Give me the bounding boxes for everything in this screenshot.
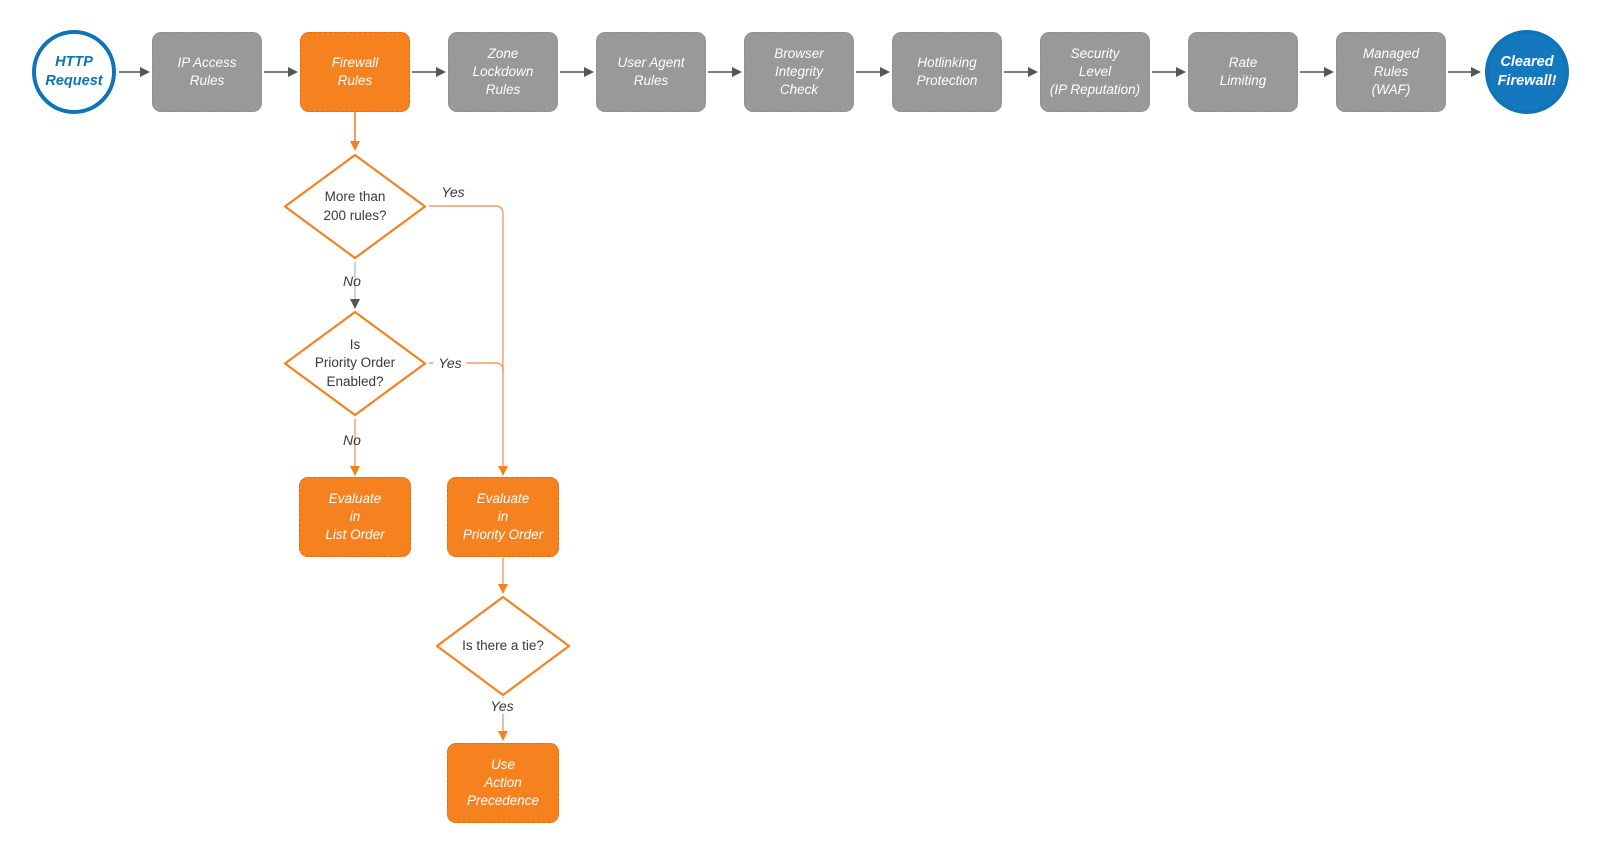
node-label: User Agent Rules [617, 55, 685, 88]
node-label: Managed Rules (WAF) [1362, 46, 1420, 97]
diamond-shape [283, 153, 427, 260]
decision-is-there-a-tie: Is there a tie? [435, 595, 571, 697]
decision-label: Is there a tie? [462, 637, 544, 653]
node-hotlinking-protection: Hotlinking Protection [892, 32, 1002, 112]
node-security-level: Security Level (IP Reputation) [1040, 32, 1150, 112]
edge-label-priority-no: No [343, 432, 361, 448]
node-http-request: HTTP Request [32, 30, 116, 114]
node-managed-rules-waf: Managed Rules (WAF) [1336, 32, 1446, 112]
edge-label-rules-no: No [343, 273, 361, 289]
action-label: Use Action Precedence [466, 757, 540, 808]
node-user-agent-rules: User Agent Rules [596, 32, 706, 112]
node-cleared-firewall: Cleared Firewall! [1485, 30, 1569, 114]
node-firewall-rules: Firewall Rules [300, 32, 410, 112]
node-label: Hotlinking Protection [916, 55, 978, 88]
decision-branch-arrows [350, 112, 508, 741]
node-label: Firewall Rules [331, 55, 379, 88]
action-label: Evaluate in List Order [325, 491, 385, 542]
decision-more-than-200-rules: More than 200 rules? [283, 153, 427, 260]
node-label: Security Level (IP Reputation) [1049, 46, 1141, 97]
node-label: HTTP Request [45, 53, 103, 89]
edge-decision1-yes [429, 205, 504, 466]
decision-priority-order-enabled: Is Priority Order Enabled? [283, 310, 427, 417]
node-rate-limiting: Rate Limiting [1188, 32, 1298, 112]
edge-label-rules-yes: Yes [441, 184, 465, 200]
node-label: IP Access Rules [177, 55, 237, 88]
action-evaluate-list-order: Evaluate in List Order [299, 477, 411, 557]
action-use-action-precedence: Use Action Precedence [447, 743, 559, 823]
node-browser-integrity-check: Browser Integrity Check [744, 32, 854, 112]
node-label: Rate Limiting [1219, 55, 1267, 88]
diamond-shape [435, 595, 571, 697]
decision-label: Is Priority Order Enabled? [314, 337, 396, 389]
node-ip-access-rules: IP Access Rules [152, 32, 262, 112]
node-zone-lockdown-rules: Zone Lockdown Rules [448, 32, 558, 112]
node-label: Zone Lockdown Rules [472, 46, 534, 97]
action-label: Evaluate in Priority Order [462, 491, 544, 542]
pipeline-arrows [119, 67, 1481, 77]
diamond-shape [283, 310, 427, 417]
edge-label-tie-yes: Yes [485, 698, 519, 714]
edge-decision2-yes [429, 362, 504, 372]
node-label: Cleared Firewall! [1497, 53, 1557, 89]
decision-label: More than 200 rules? [323, 189, 387, 223]
action-evaluate-priority-order: Evaluate in Priority Order [447, 477, 559, 557]
node-label: Browser Integrity Check [774, 46, 824, 97]
edge-label-priority-yes: Yes [433, 355, 467, 371]
